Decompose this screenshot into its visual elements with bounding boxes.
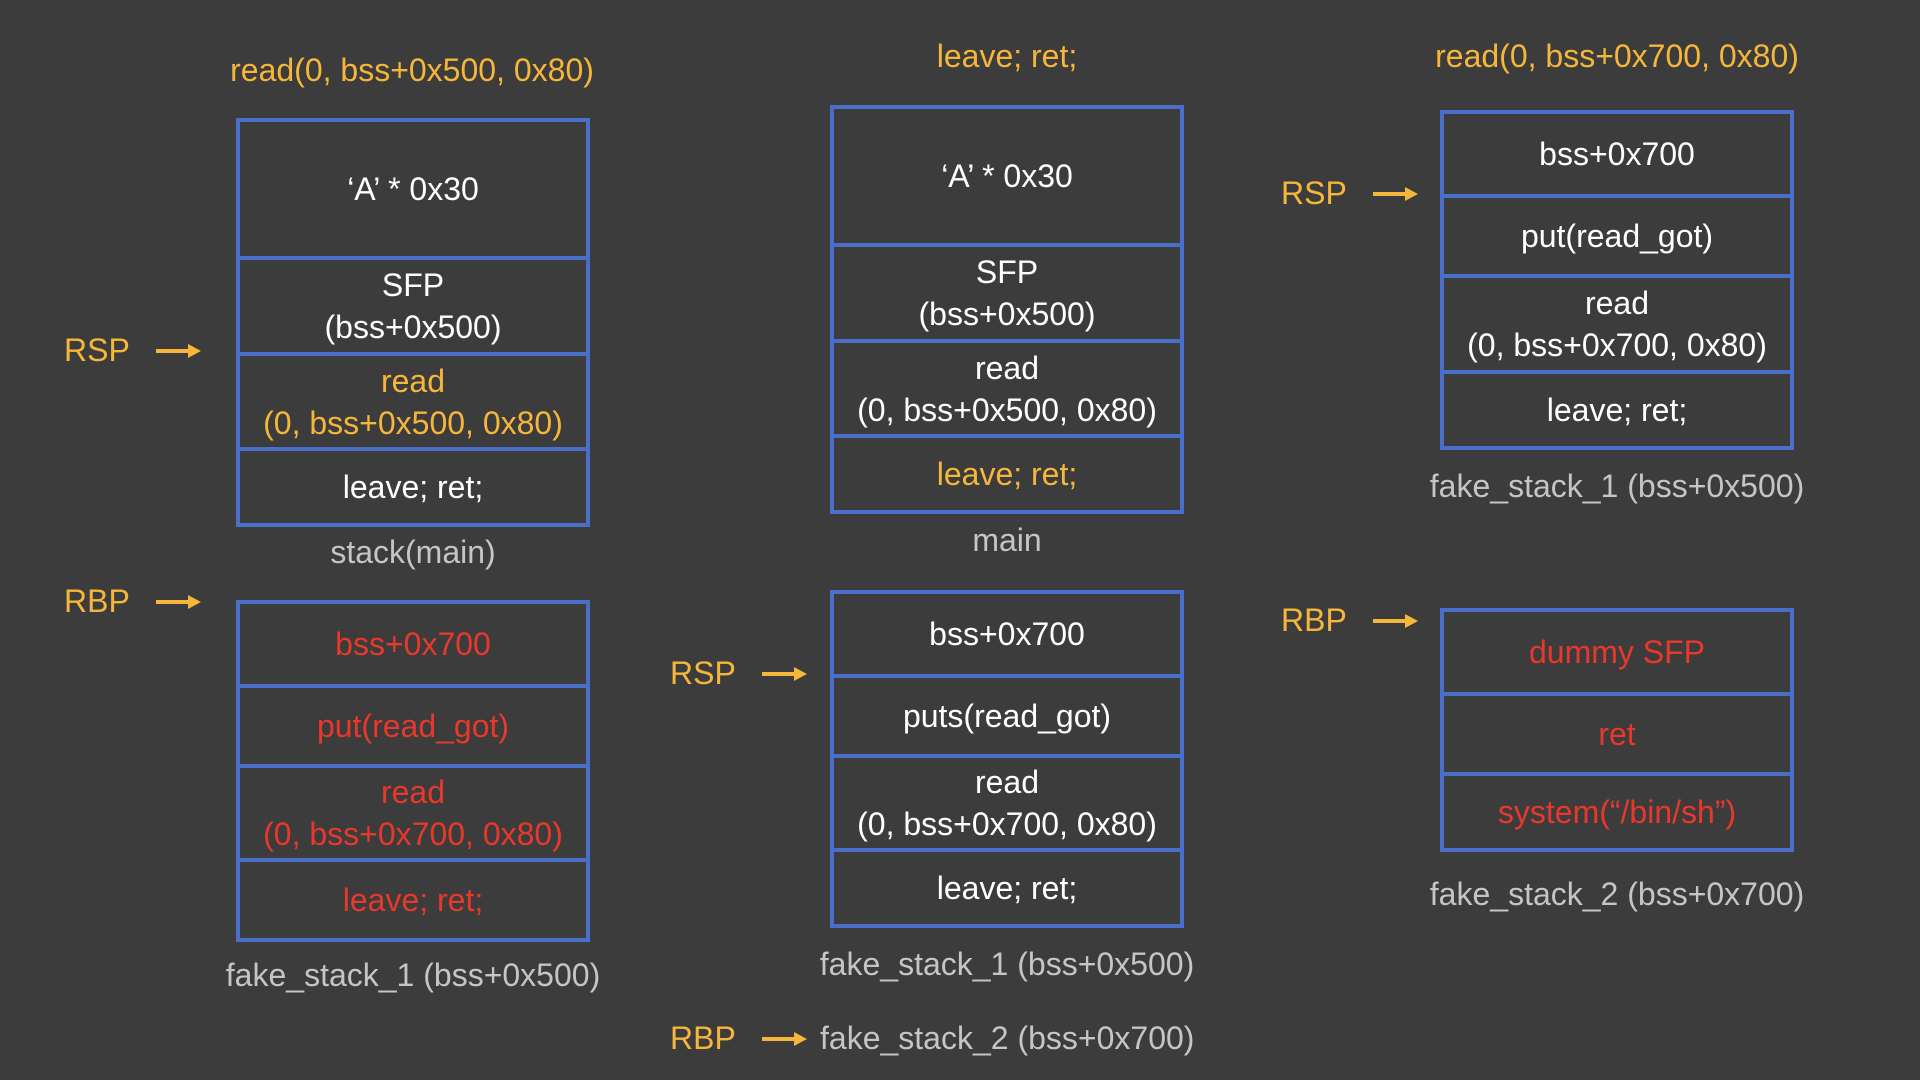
- stack-cell: SFP (bss+0x500): [834, 243, 1180, 339]
- stack-cell: leave; ret;: [834, 434, 1180, 510]
- stack-cell: leave; ret;: [1444, 370, 1790, 446]
- stack-cell: read (0, bss+0x700, 0x80): [1444, 274, 1790, 370]
- col1-title: read(0, bss+0x500, 0x80): [230, 52, 594, 88]
- rbp-label: RBP: [64, 583, 130, 619]
- stack-cell: bss+0x700: [1539, 136, 1695, 172]
- rbp-label: RBP: [1281, 602, 1347, 638]
- stack-cell: leave; ret;: [834, 848, 1180, 924]
- stack-cell: system(“/bin/sh”): [1444, 772, 1790, 848]
- stack-cell: put(read_got): [1444, 194, 1790, 274]
- col2-upper-stack: ‘A’ * 0x30 SFP (bss+0x500) read (0, bss+…: [830, 105, 1184, 514]
- col1-lower-caption: fake_stack_1 (bss+0x500): [225, 957, 601, 993]
- stack-cell: read (0, bss+0x500, 0x80): [834, 339, 1180, 434]
- stack-cell: dummy SFP: [1528, 634, 1706, 670]
- stack-cell: put(read_got): [240, 684, 586, 764]
- right-arrow-icon: [1371, 184, 1419, 204]
- col3-lower-stack: dummy SFP ret system(“/bin/sh”): [1440, 608, 1794, 852]
- col2-rbp-pointer: RBP fake_stack_2 (bss+0x700): [670, 1020, 1194, 1057]
- col3-upper-caption: fake_stack_1 (bss+0x500): [1429, 468, 1805, 504]
- col2-lower-stack: bss+0x700 puts(read_got) read (0, bss+0x…: [830, 590, 1184, 928]
- right-arrow-icon: [154, 341, 202, 361]
- col2-upper-caption: main: [972, 522, 1042, 558]
- col2-rsp-pointer: RSP: [670, 655, 808, 692]
- col1-rbp-pointer: RBP: [64, 583, 202, 620]
- stack-cell: SFP (bss+0x500): [240, 256, 586, 352]
- right-arrow-icon: [760, 664, 808, 684]
- col2-title: leave; ret;: [936, 38, 1078, 74]
- rsp-label: RSP: [670, 655, 736, 691]
- right-arrow-icon: [760, 1029, 808, 1049]
- stack-cell: ‘A’ * 0x30: [347, 171, 479, 207]
- rsp-label: RSP: [1281, 175, 1347, 211]
- rbp-target-label: fake_stack_2 (bss+0x700): [820, 1020, 1195, 1056]
- col1-rsp-pointer: RSP: [64, 332, 202, 369]
- rbp-label: RBP: [670, 1020, 736, 1056]
- stack-cell: ret: [1444, 692, 1790, 772]
- right-arrow-icon: [1371, 611, 1419, 631]
- stack-cell: puts(read_got): [834, 674, 1180, 754]
- col1-upper-caption: stack(main): [330, 534, 496, 570]
- stack-cell: read (0, bss+0x700, 0x80): [834, 754, 1180, 848]
- col1-upper-stack: ‘A’ * 0x30 SFP (bss+0x500) read (0, bss+…: [236, 118, 590, 527]
- stack-cell: read (0, bss+0x500, 0x80): [240, 352, 586, 447]
- stack-cell: bss+0x700: [929, 616, 1085, 652]
- right-arrow-icon: [154, 592, 202, 612]
- stack-cell: leave; ret;: [240, 447, 586, 523]
- col1-lower-stack: bss+0x700 put(read_got) read (0, bss+0x7…: [236, 600, 590, 942]
- stack-cell: leave; ret;: [240, 858, 586, 938]
- col2-lower-caption: fake_stack_1 (bss+0x500): [819, 946, 1195, 982]
- col3-rbp-pointer: RBP: [1281, 602, 1419, 639]
- col3-upper-stack: bss+0x700 put(read_got) read (0, bss+0x7…: [1440, 110, 1794, 450]
- stack-cell: bss+0x700: [335, 626, 491, 662]
- rsp-label: RSP: [64, 332, 130, 368]
- col3-rsp-pointer: RSP: [1281, 175, 1419, 212]
- col3-title: read(0, bss+0x700, 0x80): [1435, 38, 1799, 74]
- stack-cell: read (0, bss+0x700, 0x80): [240, 764, 586, 858]
- stack-cell: ‘A’ * 0x30: [941, 158, 1073, 194]
- col3-lower-caption: fake_stack_2 (bss+0x700): [1429, 876, 1805, 912]
